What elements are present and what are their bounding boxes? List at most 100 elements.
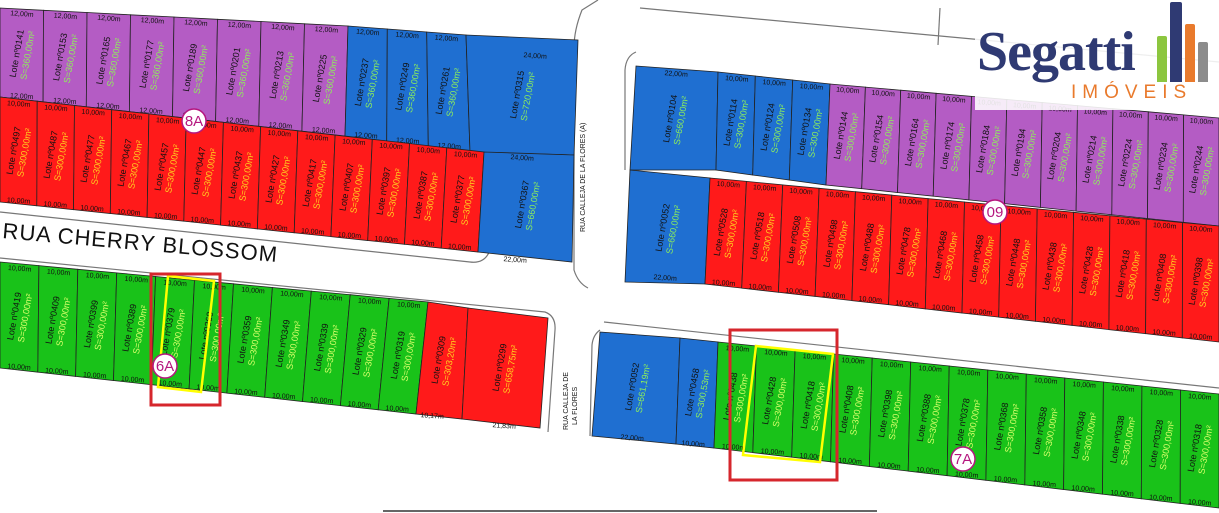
red-left-lot-3-bottom-dim: 10,00m <box>117 209 141 218</box>
green-right-lot-12 <box>1179 389 1219 509</box>
red-left-lot-4-bottom-dim: 10,00m <box>154 212 178 221</box>
green-left-lot-10-bottom-dim: 10,00m <box>385 405 409 414</box>
svg-text:8A: 8A <box>185 113 203 130</box>
red-right-lot-3-bottom-dim: 10,00m <box>822 292 846 301</box>
red-right-lot-6-bottom-dim: 10,00m <box>932 304 956 313</box>
purple-top-lot-7-top-dim: 12,00m <box>315 26 339 35</box>
green-left-lot-10-top-dim: 10,00m <box>397 301 421 310</box>
green-left-lot-7-bottom-dim: 10,00m <box>272 393 296 402</box>
red-right-lot-2-bottom-dim: 10,00m <box>785 288 809 297</box>
purple-top-lot-4-top-dim: 12,00m <box>184 19 208 28</box>
red-right-lot-13 <box>1181 222 1219 343</box>
red-left-lot-2-bottom-dim: 10,00m <box>80 205 104 214</box>
street-label-calleja-a: RUA CALLEJA DE LA FLORES (A) <box>580 123 587 232</box>
blue-lot-0458-bottom-dim: 10,00m <box>681 440 705 449</box>
svg-text:6A: 6A <box>156 358 174 375</box>
blue-lot-0052-upper-bottom-dim: 22,00m <box>653 274 677 283</box>
highlight-frame-6a <box>149 272 222 407</box>
purple-right-lot-2-top-dim: 10,00m <box>907 93 931 102</box>
green-left-lot-8-bottom-dim: 10,00m <box>310 397 334 406</box>
red-left-lot-0-top-dim: 10,00m <box>7 100 31 109</box>
red-left-lot-11-bottom-dim: 10,00m <box>411 239 435 248</box>
blue-lot-0104-top-dim: 22,00m <box>664 70 688 79</box>
blue-top-lot-0-bottom-dim: 12,00m <box>354 132 378 141</box>
purple-top-lot-1-top-dim: 12,00m <box>54 13 78 22</box>
red-lot-0309-bottom-dim: 10,17m <box>420 412 444 421</box>
block-badge-09: 09 <box>982 199 1008 225</box>
green-right-lot-0-bottom-dim: 10,00m <box>722 443 746 452</box>
blue-top-lot-1-top-dim: 12,00m <box>395 32 419 41</box>
green-right-lot-1-bottom-dim: 10,00m <box>761 448 785 457</box>
highlights-layer <box>149 272 839 482</box>
purple-right-lot-7-top-dim: 10,00m <box>1083 108 1107 117</box>
red-right-lot-0-bottom-dim: 10,00m <box>712 279 736 288</box>
purple-right-lot-9-top-dim: 10,00m <box>1154 115 1178 124</box>
red-right-lot-12-bottom-dim: 10,00m <box>1152 329 1176 338</box>
red-right-lot-8-bottom-dim: 10,00m <box>1005 312 1029 321</box>
red-left-lot-12-top-dim: 10,00m <box>454 151 478 160</box>
green-right-lot-2-top-dim: 10,00m <box>803 353 827 362</box>
red-left-lot-9-bottom-dim: 10,00m <box>338 232 362 241</box>
logo-building-icon <box>1157 2 1217 82</box>
purple-right-lot-10 <box>1182 114 1219 227</box>
red-right-lot-8-top-dim: 10,00m <box>1007 208 1031 217</box>
blue-right-lot-1-top-dim: 10,00m <box>762 79 786 88</box>
green-right-lot-3-top-dim: 10,00m <box>841 357 865 366</box>
red-left-lot-2-top-dim: 10,00m <box>81 109 105 118</box>
green-right-lot-5-top-dim: 10,00m <box>918 365 942 374</box>
logo-wordmark: Segatti <box>977 21 1136 83</box>
block-badge-7a: 7A <box>950 446 976 472</box>
red-right-lot-1-bottom-dim: 10,00m <box>748 283 772 292</box>
red-right-lot-12-top-dim: 10,00m <box>1153 222 1177 231</box>
block-badge-6a: 6A <box>152 353 178 379</box>
green-right-lot-0-top-dim: 10,00m <box>726 345 750 354</box>
logo-subtitle: IMÓVEIS <box>1071 82 1193 103</box>
street-label-calleja-b2: LA FLORES <box>572 387 579 425</box>
green-left-lot-0-bottom-dim: 10,00m <box>7 363 31 372</box>
green-right-lot-8-top-dim: 10,00m <box>1034 377 1058 386</box>
red-left-lot-7-top-dim: 10,00m <box>267 130 291 139</box>
green-right-lot-6-bottom-dim: 10,00m <box>955 471 979 480</box>
purple-top-lot-2-top-dim: 12,00m <box>97 15 121 24</box>
blue-lot-0367-top-dim: 24,00m <box>510 154 534 163</box>
svg-text:09: 09 <box>987 204 1004 221</box>
svg-text:7A: 7A <box>954 451 972 468</box>
blue-top-lot-2-bottom-dim: 12,00m <box>437 142 461 151</box>
red-lot-0299 <box>461 307 549 429</box>
red-right-lot-3-top-dim: 10,00m <box>826 191 850 200</box>
green-left-lot-7-top-dim: 10,00m <box>280 290 304 299</box>
purple-top-lot-6-bottom-dim: 12,00m <box>269 122 293 131</box>
green-right-lot-8-bottom-dim: 10,00m <box>1032 480 1056 489</box>
purple-top-lot-1-bottom-dim: 12,00m <box>53 97 77 106</box>
highlight-lot-0379 <box>156 274 216 394</box>
red-left-lot-3-top-dim: 10,00m <box>119 113 143 122</box>
red-left-lot-4-top-dim: 10,00m <box>156 117 180 126</box>
red-left-lot-12-bottom-dim: 10,00m <box>448 243 472 252</box>
red-left-lot-8-bottom-dim: 10,00m <box>301 228 325 237</box>
purple-top-lot-3-bottom-dim: 12,00m <box>139 107 163 116</box>
blue-lot-0315-top-dim: 24,00m <box>523 52 547 61</box>
red-left-lot-10-bottom-dim: 10,00m <box>374 236 398 245</box>
green-left-lot-1-top-dim: 10,00m <box>47 269 71 278</box>
red-left-lot-11-top-dim: 10,00m <box>416 147 440 156</box>
green-left-lot-6-bottom-dim: 10,00m <box>234 388 258 397</box>
blue-top-lot-2-top-dim: 12,00m <box>435 35 459 44</box>
green-right-lot-9-bottom-dim: 10,00m <box>1071 485 1095 494</box>
block-badges: 8A 09 6A 7A <box>152 108 1008 472</box>
segatti-logo: Segatti IMÓVEIS <box>975 0 1219 110</box>
blue-top-lot-1-bottom-dim: 12,00m <box>396 137 420 146</box>
street-label-calleja-b1: RUA CALLEJA DE <box>563 372 570 430</box>
red-right-lot-9-bottom-dim: 10,00m <box>1042 317 1066 326</box>
red-right-lot-10-bottom-dim: 10,00m <box>1079 321 1103 330</box>
purple-top-lot-0-top-dim: 12,00m <box>10 10 34 19</box>
green-left-lot-2-bottom-dim: 10,00m <box>83 372 107 381</box>
green-right-lot-7-bottom-dim: 10,00m <box>994 476 1018 485</box>
green-right-lot-9-top-dim: 10,00m <box>1072 381 1096 390</box>
red-left-lot-6-bottom-dim: 10,00m <box>227 220 251 229</box>
purple-top-lot-6-top-dim: 12,00m <box>271 24 295 33</box>
red-right-lot-0-top-dim: 10,00m <box>716 181 740 190</box>
red-right-lot-5-top-dim: 10,00m <box>898 198 922 207</box>
purple-right-lot-0-top-dim: 10,00m <box>836 87 860 96</box>
purple-top-lot-5-top-dim: 12,00m <box>228 22 252 31</box>
green-left-lot-9-top-dim: 10,00m <box>358 298 382 307</box>
